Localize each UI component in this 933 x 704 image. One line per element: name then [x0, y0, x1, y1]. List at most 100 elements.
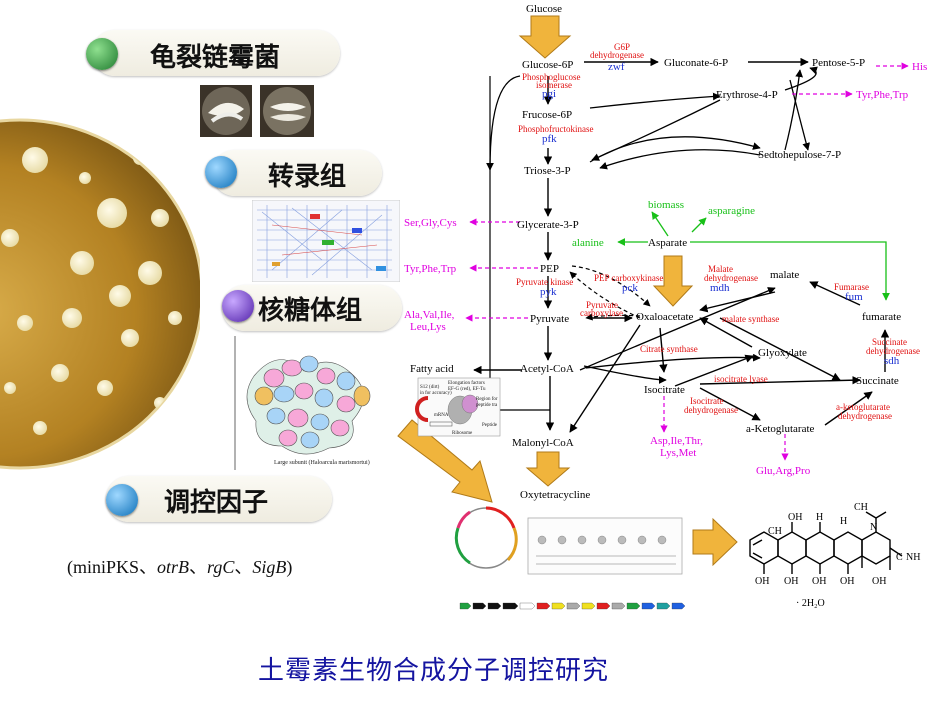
- enzyme-malate-synthase: malate synthase: [722, 314, 779, 324]
- oxytetracycline-structure: [749, 511, 903, 574]
- enzyme-citrate-synthase: Citrate synthase: [640, 344, 698, 354]
- metabolite-acetyl-coa: Acetyl-CoA: [520, 363, 574, 375]
- enzyme-succinate-dh-1: Succinate: [872, 337, 907, 347]
- gene-pgi: pgi: [542, 88, 556, 100]
- enzyme-phosphoglucose-2: isomerase: [536, 80, 572, 90]
- metabolite-erythrose-4p: Erythrose-4-P: [716, 89, 778, 101]
- polyketide-assembly-scheme: [527, 517, 683, 575]
- enzyme-malate-dh-1: Malate: [708, 264, 733, 274]
- output-tyr-phe-trp-2: Tyr,Phe,Trp: [404, 263, 457, 275]
- enzyme-isocitrate-dh-2: dehydrogenase: [684, 405, 738, 415]
- svg-text:H: H: [816, 512, 823, 523]
- output-leu-lys: Leu,Lys: [410, 321, 446, 333]
- metabolite-malonyl-coa: Malonyl-CoA: [512, 437, 574, 449]
- enzyme-phosphofructokinase: Phosphofructokinase: [518, 124, 594, 134]
- metabolite-pep: PEP: [540, 263, 559, 275]
- category-transcriptome-label: 转录组: [268, 162, 347, 192]
- svg-text:OH: OH: [812, 576, 826, 587]
- category-regulators: [106, 476, 332, 522]
- enzyme-succinate-dh-2: dehydrogenase: [866, 346, 920, 356]
- metabolite-isocitrate: Isocitrate: [644, 384, 685, 396]
- metabolite-glycerate-3p: Glycerate-3-P: [517, 219, 579, 231]
- green-biomass: biomass: [648, 199, 684, 211]
- svg-text:Peptide: Peptide: [482, 423, 498, 428]
- svg-text:N: N: [870, 522, 877, 533]
- enzyme-pyruvate-kinase: Pyruvate kinase: [516, 277, 573, 287]
- transcriptome-network-image: [252, 200, 400, 282]
- metabolite-fumarate: fumarate: [862, 311, 901, 323]
- metabolite-a-ketoglutarate: a-Ketoglutarate: [746, 423, 815, 435]
- svg-text:in for accuracy): in for accuracy): [420, 391, 452, 396]
- purple-bullet-icon: [222, 290, 254, 322]
- output-ser-gly-cys: Ser,Gly,Cys: [404, 217, 457, 229]
- metabolite-oxaloacetate: Oxaloacetate: [636, 311, 694, 323]
- enzyme-isocitrate-lyase: isocitrate lyase: [714, 374, 768, 384]
- oxytetracycline-labels: CH OH H H CH N OH OH OH OH OH C NH · 2H₂…: [755, 502, 920, 609]
- enzyme-g6pdh-2: dehydrogenase: [590, 50, 644, 60]
- enzyme-pep-carboxykinase: PEP carboxykinase: [594, 273, 663, 283]
- svg-text:peptide tra: peptide tra: [476, 403, 498, 408]
- ribosome-elongation-inset: Elongation factors EF-G (red), EF-Tu S12…: [415, 377, 501, 437]
- glucose-entry-arrow: [518, 15, 572, 59]
- output-ala-val-ile: Ala,Val,Ile,: [404, 309, 455, 321]
- petri-dish-image: [0, 118, 200, 470]
- svg-text:Region for: Region for: [476, 397, 498, 402]
- metabolite-glucose: Glucose: [526, 3, 562, 15]
- hydrate-label: · 2H₂O: [796, 598, 825, 609]
- cluster-to-structure-arrow: [692, 517, 738, 567]
- blue-bullet-icon: [205, 156, 237, 188]
- svg-text:Ribosome: Ribosome: [452, 431, 473, 436]
- metabolite-fatty-acid: Fatty acid: [410, 363, 454, 375]
- metabolite-sedoheptulose-7p: Sedtohepulose-7-P: [758, 149, 841, 161]
- ribosome-caption: Large subunit (Haloarcula marismortui): [274, 459, 370, 466]
- metabolite-succinate: Succinate: [856, 375, 899, 387]
- regulator-list: (miniPKS、otrB、rgC、SigB): [67, 557, 293, 577]
- blue-bullet-icon-2: [106, 484, 138, 516]
- output-asp-ile-thr: Asp,Ile,Thr,: [650, 435, 703, 447]
- enzyme-malate-dh-2: dehydrogenase: [704, 273, 758, 283]
- svg-text:NH: NH: [906, 552, 920, 563]
- category-transcriptome: [212, 150, 382, 196]
- enzyme-akg-dh-2: dehydrogenase: [838, 411, 892, 421]
- malonyl-down-arrow: [525, 451, 571, 487]
- gene-pck: pck: [622, 282, 638, 294]
- category-strain: [92, 30, 340, 76]
- svg-text:CH: CH: [854, 502, 868, 513]
- metabolite-pentose-5p: Pentose-5-P: [812, 57, 865, 69]
- enzyme-isocitrate-dh-1: Isocitrate: [690, 396, 723, 406]
- svg-text:OH: OH: [840, 576, 854, 587]
- svg-text:Elongation factors: Elongation factors: [448, 381, 485, 386]
- enzyme-pyruvate-carboxylase-1: Pyruvate: [586, 300, 618, 310]
- metabolite-glyoxylate: Glyoxylate: [758, 347, 807, 359]
- aspartate-down-arrow: [652, 255, 694, 307]
- gene-pfk: pfk: [542, 133, 557, 145]
- green-asparagine: asparagine: [708, 205, 755, 217]
- green-bullet-icon: [86, 38, 118, 70]
- metabolite-gluconate-6p: Gluconate-6-P: [664, 57, 728, 69]
- svg-text:OH: OH: [872, 576, 886, 587]
- svg-text:CH: CH: [768, 526, 782, 537]
- gene-pyk: pyk: [540, 286, 557, 298]
- metabolite-glucose-6p: Glucose-6P: [522, 59, 573, 71]
- gene-sdh: sdh: [884, 355, 900, 367]
- svg-text:mRNA: mRNA: [434, 413, 449, 418]
- svg-text:OH: OH: [755, 576, 769, 587]
- green-alanine: alanine: [572, 237, 604, 249]
- svg-text:C: C: [896, 552, 903, 563]
- gene-cluster-arrows: [459, 602, 686, 610]
- output-lys-met: Lys,Met: [660, 447, 696, 459]
- metabolite-fructose-6p: Frucose-6P: [522, 109, 572, 121]
- svg-text:OH: OH: [788, 512, 802, 523]
- metabolite-oxytetracycline: Oxytetracycline: [520, 489, 590, 501]
- enzyme-phosphoglucose-1: Phosphoglucose: [522, 72, 581, 82]
- metabolite-pyruvate: Pyruvate: [530, 313, 569, 325]
- output-his: His: [912, 61, 927, 73]
- category-strain-label: 龟裂链霉菌: [150, 43, 281, 73]
- gene-mdh: mdh: [710, 282, 730, 294]
- enzyme-akg-dh-1: a-ketoglutarate: [836, 402, 890, 412]
- metabolite-malate: malate: [770, 269, 799, 281]
- footer-title: 土霉素生物合成分子调控研究: [258, 656, 610, 686]
- svg-text:H: H: [840, 516, 847, 527]
- metabolite-triose-3p: Triose-3-P: [524, 165, 571, 177]
- metabolite-aspartate: Asparate: [648, 237, 687, 249]
